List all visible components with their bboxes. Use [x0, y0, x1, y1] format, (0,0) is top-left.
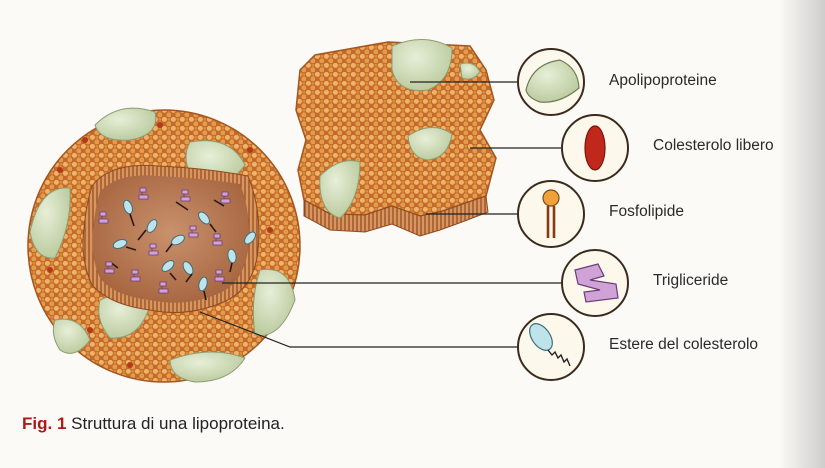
- sphere-apolipoproteins: [29, 107, 296, 383]
- phospholipid-icon: [517, 180, 585, 248]
- figure-caption: Fig. 1 Struttura di una lipoproteina.: [22, 414, 285, 434]
- cholesterol-ester-icon: [517, 313, 585, 381]
- label-fosfolipide: Fosfolipide: [609, 203, 684, 220]
- page-shadow-edge: [779, 0, 825, 468]
- caption-text: Struttura di una lipoproteina.: [71, 414, 285, 433]
- label-apolipoproteine: Apolipoproteine: [609, 72, 717, 89]
- triglyceride-icon: [561, 249, 629, 317]
- leader-lines: [199, 81, 562, 348]
- label-estere-colesterolo: Estere del colesterolo: [609, 336, 759, 353]
- lipoprotein-sphere: [27, 107, 301, 383]
- figure-number: Fig. 1: [22, 414, 67, 433]
- surface-fragment: [295, 38, 497, 237]
- sphere-triglycerides: [98, 187, 231, 294]
- apolipoprotein-icon: [517, 48, 585, 116]
- label-trigliceride: Trigliceride: [653, 272, 729, 289]
- label-colesterolo-libero: Colesterolo libero: [653, 137, 774, 154]
- free-cholesterol-icon: [561, 114, 629, 182]
- sphere-cholesterol-esters: [112, 199, 256, 292]
